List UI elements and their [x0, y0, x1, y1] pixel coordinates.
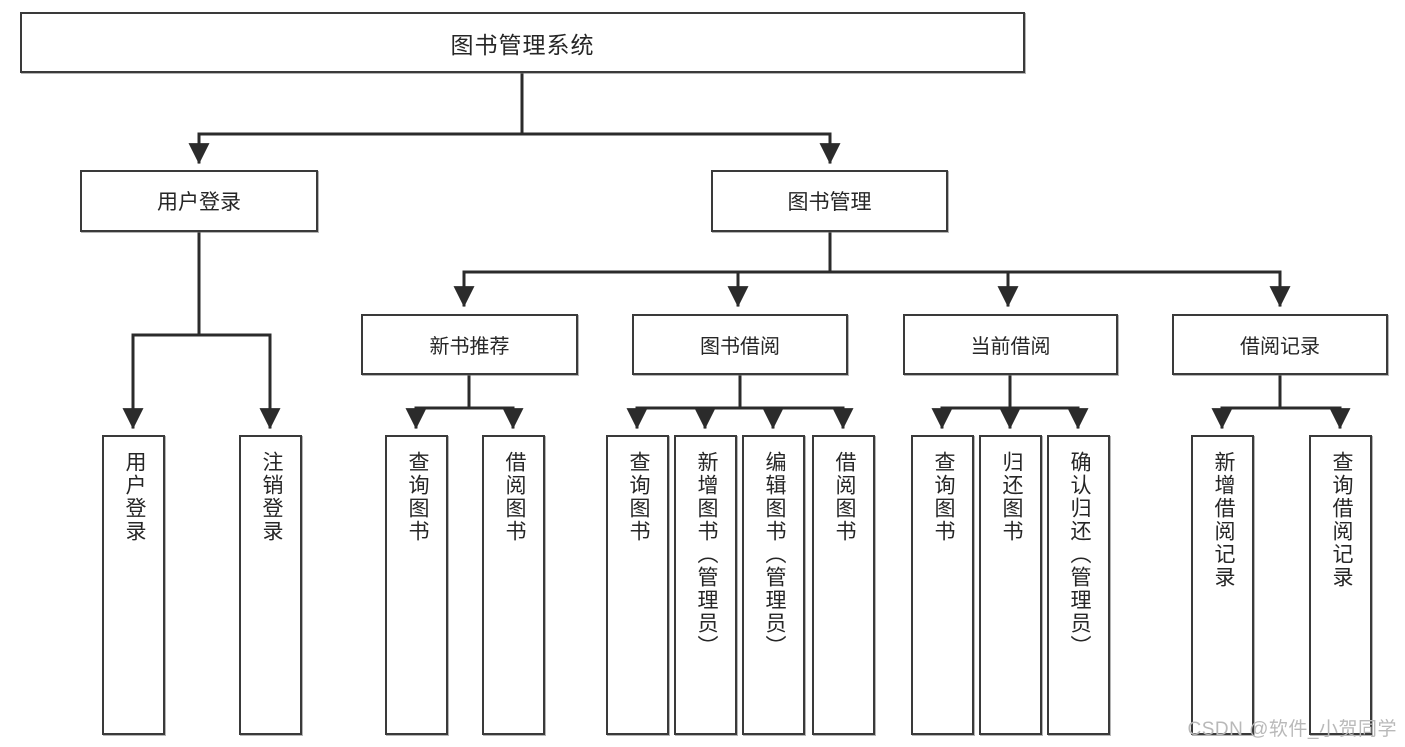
node-label: 查询图书 [626, 451, 650, 543]
leaf-current-return-book[interactable]: 归还图书 [979, 435, 1042, 735]
node-current-borrow[interactable]: 当前借阅 [903, 314, 1118, 375]
node-label: 图书借阅 [700, 336, 780, 358]
node-label: 当前借阅 [970, 336, 1051, 358]
node-new-book-recommend[interactable]: 新书推荐 [361, 314, 578, 375]
node-root-book-management-system[interactable]: 图书管理系统 [20, 12, 1025, 73]
node-label: 注销登录 [259, 451, 283, 543]
node-label: 归还图书 [999, 451, 1023, 543]
node-label: 借阅图书 [832, 451, 856, 543]
node-book-management[interactable]: 图书管理 [711, 170, 948, 232]
leaf-recommend-query-book[interactable]: 查询图书 [385, 435, 448, 735]
node-label: 借阅图书 [502, 451, 526, 543]
node-label: 新书推荐 [429, 336, 510, 358]
leaf-record-add-borrow-record[interactable]: 新增借阅记录 [1191, 435, 1254, 735]
node-borrow-record[interactable]: 借阅记录 [1172, 314, 1388, 375]
node-label: 图书管理 [787, 191, 872, 214]
node-label: 确认归还（管理员） [1067, 451, 1091, 658]
node-label: 用户登录 [122, 451, 146, 543]
node-book-borrow[interactable]: 图书借阅 [632, 314, 848, 375]
leaf-borrow-edit-book-admin[interactable]: 编辑图书（管理员） [742, 435, 805, 735]
node-label: 查询图书 [405, 451, 429, 543]
node-label: 查询图书 [931, 451, 955, 543]
leaf-current-query-book[interactable]: 查询图书 [911, 435, 974, 735]
node-label: 新增图书（管理员） [694, 451, 718, 658]
leaf-user-login-logout[interactable]: 注销登录 [239, 435, 302, 735]
leaf-user-login-login[interactable]: 用户登录 [102, 435, 165, 735]
node-label: 编辑图书（管理员） [762, 451, 786, 658]
leaf-current-confirm-return-admin[interactable]: 确认归还（管理员） [1047, 435, 1110, 735]
leaf-borrow-query-book[interactable]: 查询图书 [606, 435, 669, 735]
leaf-recommend-borrow-book[interactable]: 借阅图书 [482, 435, 545, 735]
node-label: 新增借阅记录 [1211, 451, 1235, 589]
node-label: 借阅记录 [1240, 336, 1320, 358]
leaf-borrow-borrow-book[interactable]: 借阅图书 [812, 435, 875, 735]
node-label: 用户登录 [157, 191, 241, 214]
leaf-borrow-add-book-admin[interactable]: 新增图书（管理员） [674, 435, 737, 735]
node-label: 图书管理系统 [450, 31, 595, 58]
node-user-login[interactable]: 用户登录 [80, 170, 318, 232]
leaf-record-query-borrow-record[interactable]: 查询借阅记录 [1309, 435, 1372, 735]
node-label: 查询借阅记录 [1329, 451, 1353, 589]
